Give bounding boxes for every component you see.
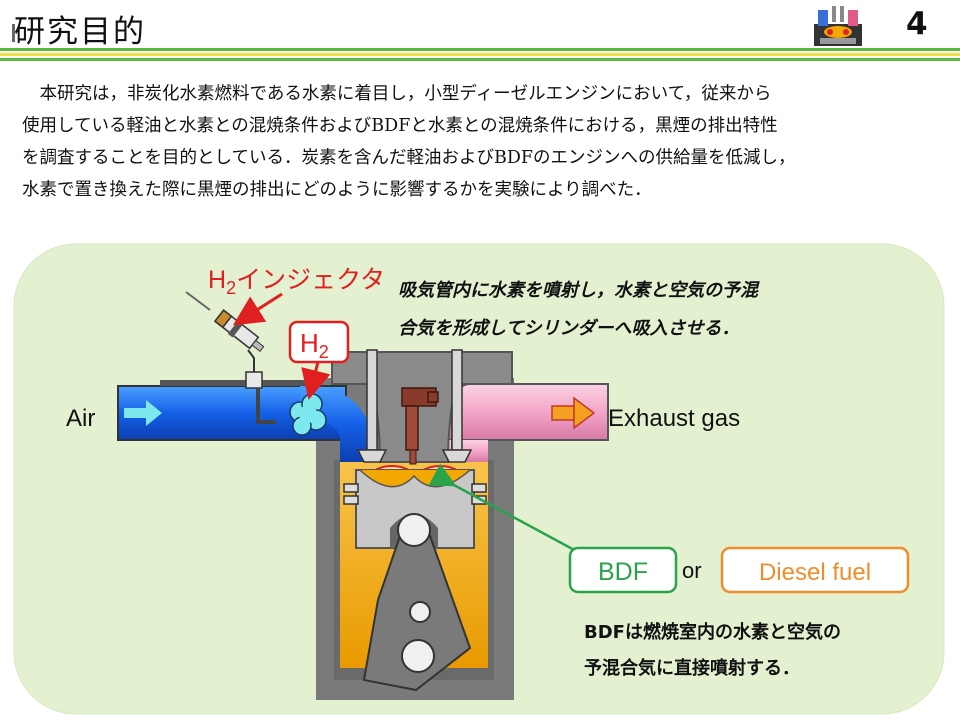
h2-injector-pointer bbox=[232, 292, 283, 326]
paragraph-line: を調査することを目的としている．炭素を含んだ軽油およびBDFのエンジンへの供給量… bbox=[22, 148, 796, 168]
exhaust-flow-arrow bbox=[551, 396, 596, 430]
fuel-injector bbox=[401, 387, 439, 465]
intake-note-line2: 合気を形成してシリンダーへ吸入させる． bbox=[398, 318, 739, 339]
exhaust-valve-stem bbox=[451, 349, 463, 451]
page-number: 4 bbox=[906, 6, 928, 42]
exhaust-label: Exhaust gas bbox=[608, 405, 740, 432]
or-label: or bbox=[682, 558, 702, 583]
exhaust-valve-head bbox=[441, 449, 473, 463]
h2-box bbox=[288, 320, 350, 364]
bdf-box bbox=[568, 546, 678, 594]
intake-valve-head bbox=[356, 449, 388, 463]
engine-logo-icon bbox=[814, 6, 862, 46]
bdf-note-line1: BDFは燃焼室内の水素と空気の bbox=[584, 621, 841, 643]
bdf-pointer bbox=[428, 463, 579, 554]
slide-title: 研究目的 bbox=[14, 14, 146, 50]
h2-gas-cloud bbox=[289, 393, 327, 436]
h2-box-label: H2 bbox=[300, 328, 329, 362]
paragraph-line: 本研究は，非炭化水素燃料である水素に着目し，小型ディーゼルエンジンにおいて，従来… bbox=[22, 84, 772, 104]
title-underline-stripes bbox=[0, 48, 960, 63]
air-flow-arrow bbox=[124, 400, 162, 426]
bdf-label: BDF bbox=[598, 558, 648, 586]
diesel-box bbox=[720, 546, 910, 594]
title-marker bbox=[12, 24, 15, 42]
diesel-label: Diesel fuel bbox=[759, 559, 871, 586]
purpose-paragraph: 本研究は，非炭化水素燃料である水素に着目し，小型ディーゼルエンジンにおいて，従来… bbox=[22, 78, 946, 206]
h2-injector-label: H2インジェクタ bbox=[208, 266, 385, 298]
paragraph-line: 水素で置き換えた際に黒煙の排出にどのように影響するかを実験により調べた． bbox=[22, 180, 652, 200]
bdf-note-line2: 予混合気に直接噴射する． bbox=[584, 657, 800, 679]
air-label: Air bbox=[66, 405, 95, 432]
intake-note-line1: 吸気管内に水素を噴射し，水素と空気の予混 bbox=[398, 280, 760, 301]
intake-valve-stem bbox=[366, 349, 378, 451]
paragraph-line: 使用している軽油と水素との混焼条件およびBDFと水素との混焼条件における，黒煙の… bbox=[22, 116, 778, 136]
h2-pointer bbox=[301, 361, 331, 400]
connecting-rod bbox=[362, 513, 472, 692]
